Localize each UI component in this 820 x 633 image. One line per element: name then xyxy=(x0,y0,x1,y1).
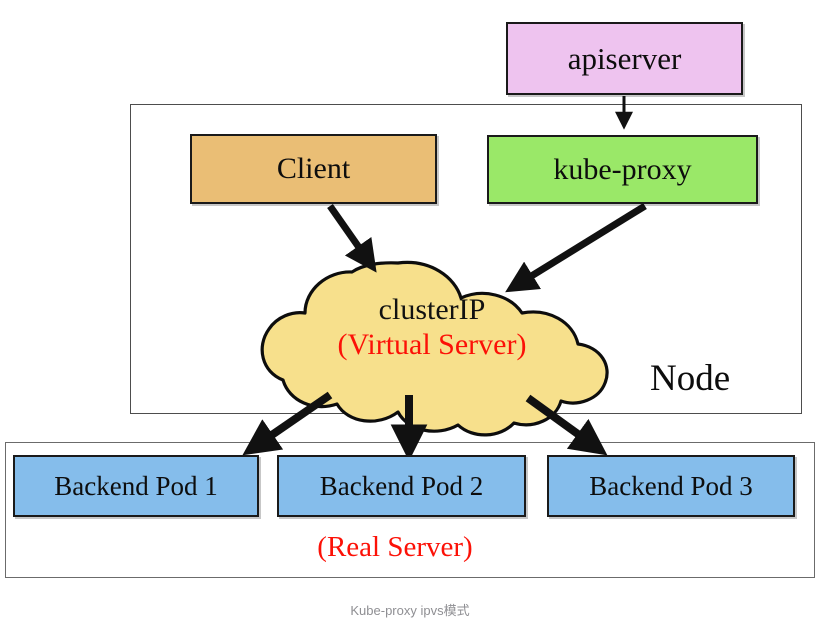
backend-pod-2-node[interactable]: Backend Pod 2 xyxy=(277,455,526,517)
backend-pod-3-node[interactable]: Backend Pod 3 xyxy=(547,455,795,517)
real-server-label: (Real Server) xyxy=(317,531,473,563)
clusterip-cloud-shape xyxy=(260,260,609,437)
node-label: Node xyxy=(650,358,731,399)
kube-proxy-node[interactable]: kube-proxy xyxy=(487,135,758,204)
edge-kubeproxy-to-clusterip xyxy=(505,203,647,293)
backend-pod-1-node[interactable]: Backend Pod 1 xyxy=(13,455,259,517)
edge-clusterip-to-pod1 xyxy=(242,391,333,456)
backend-pod-3-label: Backend Pod 3 xyxy=(589,470,753,501)
backend-pod-2-label: Backend Pod 2 xyxy=(319,470,484,501)
apiserver-label: apiserver xyxy=(567,40,682,76)
backend-pod-1-label: Backend Pod 1 xyxy=(54,470,218,501)
apiserver-node[interactable]: apiserver xyxy=(506,22,743,95)
kube-proxy-label: kube-proxy xyxy=(553,152,692,186)
diagram-caption: Kube-proxy ipvs模式 xyxy=(350,603,470,618)
edge-clusterip-to-pod3 xyxy=(525,394,608,456)
client-node[interactable]: Client xyxy=(190,134,437,204)
edge-client-to-clusterip xyxy=(327,203,377,273)
client-label: Client xyxy=(276,152,351,185)
